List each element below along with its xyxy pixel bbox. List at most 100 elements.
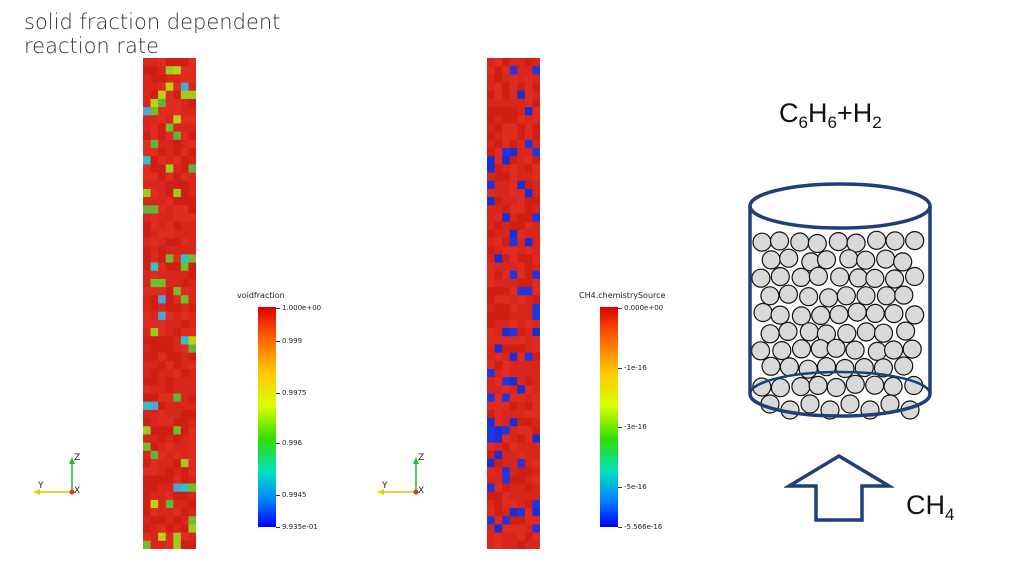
voidfraction-cell: [143, 254, 151, 263]
bed-particle: [894, 285, 914, 305]
voidfraction-cell: [188, 58, 196, 67]
voidfraction-cell: [165, 221, 174, 231]
voidfraction-cell: [188, 483, 196, 493]
ch4-source-cell: [494, 278, 503, 288]
voidfraction-cell: [165, 287, 174, 296]
ch4-source-cell: [487, 393, 495, 402]
ch4-source-axis-z: Z: [418, 453, 425, 463]
ch4-source-cell: [532, 123, 540, 132]
ch4-source-cell: [494, 238, 503, 247]
ch4-source-cell: [517, 229, 526, 239]
voidfraction-cell: [143, 491, 151, 501]
ch4-source-cell: [494, 287, 503, 296]
ch4-source-cell: [494, 524, 503, 533]
ch4-source-cell: [487, 262, 495, 272]
ch4-source-cell: [487, 246, 495, 255]
voidfraction-cell: [180, 516, 189, 525]
voidfraction-tick-5: 9.935e-01: [276, 523, 318, 531]
voidfraction-cell: [150, 344, 159, 353]
product-h-sub: 6: [827, 113, 837, 132]
ch4-source-cell: [494, 319, 503, 329]
voidfraction-cell: [180, 139, 189, 149]
voidfraction-cell: [173, 107, 182, 116]
voidfraction-cell: [173, 254, 182, 263]
voidfraction-cell: [165, 66, 174, 75]
ch4-source-cell: [487, 156, 495, 165]
voidfraction-cell: [143, 532, 151, 549]
ch4-source-cell: [517, 156, 526, 165]
voidfraction-cell: [165, 524, 174, 533]
bed-particle: [751, 341, 771, 361]
ch4-source-cell: [532, 401, 540, 411]
feed-formula: CH4: [906, 490, 954, 525]
voidfraction-cell: [165, 115, 174, 124]
ch4-source-cell: [509, 434, 518, 443]
voidfraction-cell: [173, 287, 182, 296]
voidfraction-cell: [173, 524, 182, 533]
ch4-source-cell: [494, 123, 503, 132]
bed-particle: [779, 357, 800, 377]
ch4-source-cell: [517, 508, 526, 517]
flow-inlet-arrow-icon: [784, 453, 894, 522]
voidfraction-cell: [188, 311, 196, 321]
voidfraction-cell: [188, 442, 196, 452]
ch4-source-cell: [524, 278, 533, 288]
voidfraction-cell: [165, 197, 174, 206]
ch4-source-cell: [494, 434, 503, 443]
ch4-source-cell: [509, 262, 518, 272]
voidfraction-cell: [188, 66, 196, 75]
ch4-source-cell: [494, 115, 503, 124]
voidfraction-cell: [158, 229, 167, 239]
ch4-source-cell: [494, 131, 503, 141]
voidfraction-cell: [150, 156, 159, 165]
ch4-source-tick-4: -5.566e-16: [617, 523, 663, 531]
ch4-source-cell: [532, 107, 540, 116]
bed-particle: [865, 303, 885, 323]
ch4-source-cell: [494, 262, 503, 272]
ch4-source-cell: [487, 238, 495, 247]
ch4-source-cell: [517, 336, 526, 345]
ch4-source-cell: [524, 393, 533, 402]
voidfraction-cell: [173, 66, 182, 75]
voidfraction-cell: [165, 467, 174, 476]
ch4-source-cell: [532, 418, 540, 427]
ch4-source-cell: [494, 270, 503, 280]
voidfraction-cell: [173, 148, 182, 157]
voidfraction-cell: [188, 107, 196, 116]
bed-particle: [873, 323, 894, 343]
voidfraction-cell: [158, 188, 167, 198]
ch4-source-cell: [502, 426, 511, 435]
ch4-source-cell: [532, 246, 540, 255]
ch4-source-cell: [517, 188, 526, 198]
voidfraction-cell: [165, 418, 174, 427]
bed-particle: [839, 249, 859, 269]
ch4-source-cell: [502, 540, 511, 549]
voidfraction-axis-y: Y: [38, 481, 44, 491]
voidfraction-cell: [158, 385, 167, 394]
bed-particle: [761, 356, 781, 376]
voidfraction-cell: [173, 58, 182, 67]
voidfraction-cell: [188, 409, 196, 419]
product-h: H: [807, 98, 828, 128]
bed-particle: [883, 376, 903, 396]
voidfraction-cell: [173, 270, 182, 280]
voidfraction-cell: [143, 426, 151, 435]
voidfraction-cell: [158, 98, 167, 108]
voidfraction-cell: [158, 483, 167, 493]
voidfraction-cell: [158, 164, 167, 173]
voidfraction-cell: [150, 107, 159, 116]
ch4-source-cell: [517, 311, 526, 321]
ch4-source-cell: [532, 197, 540, 206]
ch4-source-cell: [509, 213, 518, 222]
voidfraction-cell: [158, 328, 167, 337]
voidfraction-cell: [180, 131, 189, 141]
ch4-source-cell: [502, 90, 511, 100]
ch4-source-cell: [509, 188, 518, 198]
voidfraction-cell: [150, 188, 159, 198]
bed-particle: [867, 230, 887, 250]
bed-particle: [778, 321, 798, 341]
bed-particle: [840, 394, 860, 414]
voidfraction-cell: [188, 328, 196, 337]
ch4-source-cell: [494, 352, 503, 362]
voidfraction-cell: [173, 426, 182, 435]
